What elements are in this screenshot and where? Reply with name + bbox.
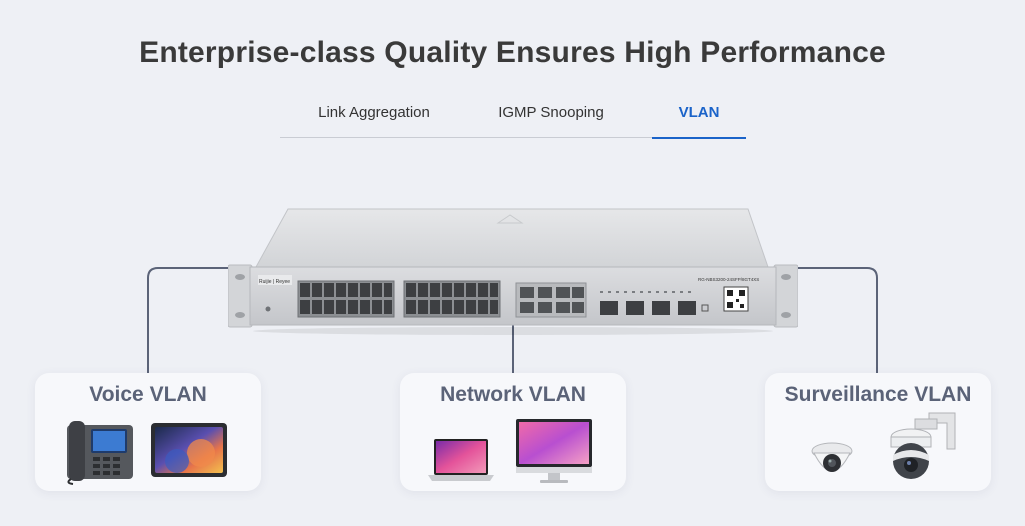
tab-vlan[interactable]: VLAN	[652, 104, 746, 139]
ptz-camera-icon	[890, 412, 956, 479]
laptop-icon	[428, 439, 494, 481]
network-vlan-title: Network VLAN	[440, 383, 586, 406]
voice-vlan-title: Voice VLAN	[89, 383, 207, 406]
dome-camera-icon	[811, 442, 853, 472]
network-switch-image: Ruijie | Reyee RG-NBS3200-24SFP/8GT4XS	[228, 208, 798, 335]
page-title: Enterprise-class Quality Ensures High Pe…	[139, 36, 886, 69]
tab-igmp-snooping[interactable]: IGMP Snooping	[498, 104, 604, 121]
surveillance-vlan-title: Surveillance VLAN	[784, 383, 972, 406]
tab-link-aggregation[interactable]: Link Aggregation	[318, 104, 430, 121]
tab-bar: Link Aggregation IGMP Snooping VLAN	[280, 98, 746, 139]
voice-vlan-card: Voice VLAN	[35, 373, 261, 491]
network-vlan-card: Network VLAN	[400, 373, 626, 491]
surveillance-vlan-card: Surveillance VLAN	[765, 373, 991, 491]
tablet-icon	[151, 423, 227, 477]
ip-phone-icon	[67, 421, 133, 485]
brand-logo: Ruijie | Reyee	[259, 279, 290, 285]
switch-model-label: RG-NBS3200-24SFP/8GT4XS	[698, 277, 759, 282]
monitor-icon	[516, 419, 592, 483]
